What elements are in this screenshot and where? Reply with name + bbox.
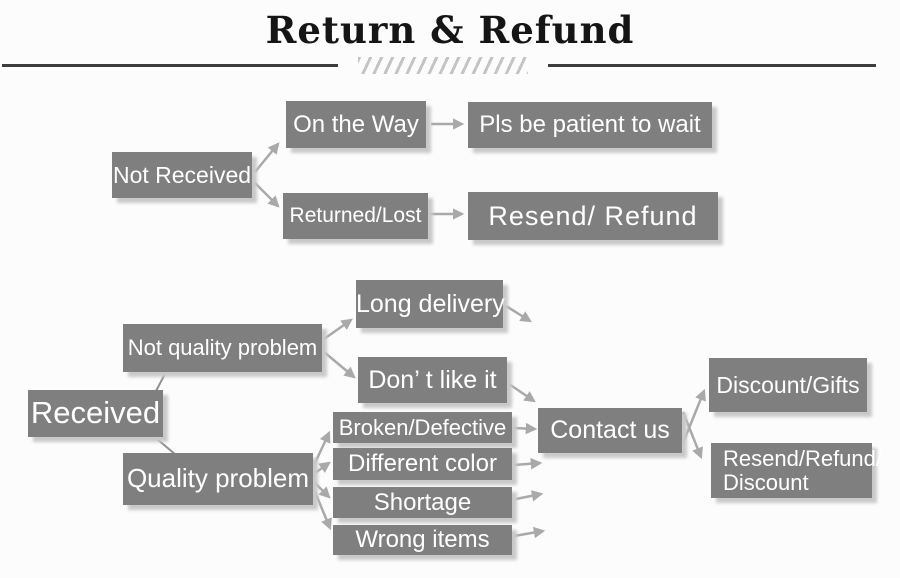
node-wrong-items: Wrong items [333,525,512,555]
arrow-nqp-to-dont-like-it [323,351,356,379]
node-contact-us: Contact us [538,408,682,453]
arrow-not-received-to-on-the-way [254,142,280,173]
arrow-nqp-to-long-delivery [323,318,353,341]
node-returned-lost: Returned/Lost [283,193,428,239]
arrow-contact-us-to-resend-refund-discount [681,411,703,460]
node-discount-gifts: Discount/Gifts [709,358,867,412]
node-different-color: Different color [333,448,512,480]
arrow-qp-to-shortage [314,482,331,499]
node-contact-us-label: Contact us [550,416,670,445]
arrow-long-delivery-out [505,304,532,323]
arrow-broken-defective-to-contact-us [513,422,538,435]
node-not-received: Not Received [112,152,252,198]
node-long-delivery-label: Long delivery [356,289,505,318]
node-long-delivery: Long delivery [356,280,505,328]
arrow-qp-to-wrong-items [313,491,332,531]
node-resend-refund-discount-line2: Discount [723,469,809,495]
node-resend-refund-discount: Resend/Refund/ Discount [711,443,882,498]
node-resend-refund-label: Resend/ Refund [488,200,698,231]
node-dont-like-it: Don’ t like it [358,357,507,403]
node-resend-refund-discount-line1: Resend/Refund/ [723,446,882,472]
node-broken-defective-label: Broken/Defective [338,414,507,440]
node-on-the-way-label: On the Way [293,110,419,138]
node-received: Received [28,390,163,437]
title-rule-left [2,64,338,67]
node-broken-defective: Broken/Defective [333,412,512,443]
arrow-not-received-to-returned-lost [254,182,280,208]
node-resend-refund: Resend/ Refund [468,192,718,240]
arrow-wrong-items-out [513,526,546,539]
title-hatch-decoration [358,57,528,74]
arrow-contact-us-to-discount-gifts [681,388,706,444]
node-quality-problem-label: Quality problem [126,463,310,494]
page-title: Return & Refund [265,8,635,52]
node-not-received-label: Not Received [112,161,252,188]
node-different-color-label: Different color [348,450,497,478]
node-discount-gifts-label: Discount/Gifts [716,371,860,398]
node-dont-like-it-label: Don’ t like it [368,365,497,394]
arrow-shortage-out [515,490,544,502]
node-wrong-items-label: Wrong items [355,526,490,554]
node-shortage-label: Shortage [373,488,472,516]
title-rule-right [548,64,876,67]
node-received-label: Received [30,395,161,431]
arrow-qp-to-broken-defective [313,430,331,464]
arrow-different-color-out [513,457,543,470]
arrow-qp-to-different-color [314,461,331,475]
node-quality-problem: Quality problem [123,453,313,505]
node-pls-be-patient-label: Pls be patient to wait [479,111,701,139]
node-pls-be-patient: Pls be patient to wait [468,102,712,148]
arrow-dont-like-it-to-contact-us [508,382,536,403]
node-returned-lost-label: Returned/Lost [289,203,422,227]
node-not-quality-problem: Not quality problem [123,324,322,372]
node-shortage: Shortage [333,487,512,518]
node-not-quality-problem-label: Not quality problem [127,335,318,361]
line-received-to-not-quality-problem [155,371,167,392]
node-on-the-way: On the Way [286,101,426,148]
